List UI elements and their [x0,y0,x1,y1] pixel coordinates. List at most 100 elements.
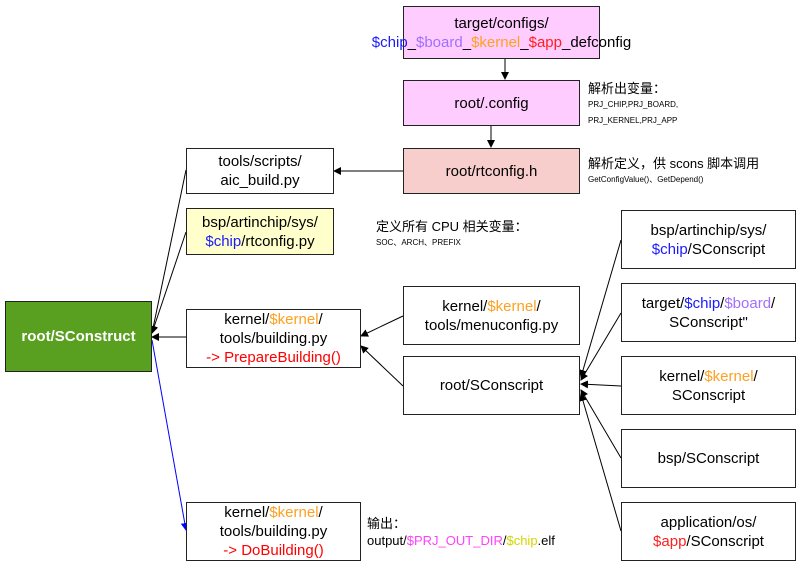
defconfig-path: target/configs/ [454,14,549,32]
note-parse-vars-line2: PRJ_KERNEL,PRJ_APP [588,116,678,125]
var-chip: $chip [651,240,688,258]
var-board: $board [724,294,772,312]
bsp-chip-file: $chip/SConscript [652,240,765,259]
building-do-call: -> DoBuilding() [223,542,324,559]
sconstruct-label: root/SConstruct [21,328,136,345]
kernel-sconscript-file: SConscript [671,386,746,404]
arrow-bsp-chip-to-root-sconscript [579,239,622,378]
rtconfig-py-suffix: /rtconfig.py [241,232,315,250]
app-file: $app/SConscript [653,532,764,551]
var-chip: $chip [684,294,721,312]
sep: _ [407,33,416,51]
bsp-chip-suffix: /SConscript [687,240,766,258]
note-parse-vars-title: 解析出变量： [588,81,667,96]
target-sconscript-box: target/$chip/$board/ SConscript" [621,283,796,342]
arrow-sconstruct-to-building-do [151,339,189,531]
path-part: kernel/ [224,311,270,328]
var-kernel: $kernel [269,311,319,328]
note-parse-defs-title: 解析定义，供 scons 脚本调用 [588,156,760,171]
bsp-sconscript-label: bsp/SConscript [657,450,760,467]
rtconfig-py-file: $chip/rtconfig.py [205,232,314,251]
arrow-bsp-to-root-sconscript [580,389,622,459]
rtconfig-h-label: root/rtconfig.h [445,162,538,180]
building-prepare-path: kernel/$kernel/ [224,310,322,329]
bsp-sconscript-box: bsp/SConscript [621,429,796,488]
dotconfig-box: root/.config [403,80,580,126]
path-part: kernel/ [442,297,488,315]
defconfig-suffix: _defconfig [561,33,632,51]
path-part: / [720,294,725,312]
path-part: kernel/ [224,504,270,521]
arrow-kernel-to-root-sconscript [580,380,622,389]
root-sconscript-label: root/SConscript [439,377,544,394]
var-app: $app [528,33,562,51]
arrow-app-to-root-sconscript [579,393,622,532]
var-kernel: $kernel [471,33,521,51]
note-cpu-vars-line1: SOC、ARCH、PREFIX [376,238,461,247]
sconstruct-box: root/SConstruct [5,301,152,372]
var-kernel: $kernel [487,297,537,315]
arrow-target-to-root-sconscript [580,312,622,381]
aic-build-path: tools/scripts/ [218,153,302,170]
defconfig-filename: $chip_$board_$kernel_$app_defconfig [372,33,631,52]
app-sconscript-box: application/os/ $app/SConscript [621,502,796,561]
note-parse-defs-line1: GetConfigValue()、GetDepend() [588,175,704,184]
sep: _ [520,33,529,51]
building-do-box: kernel/$kernel/ tools/building.py -> DoB… [186,502,361,561]
menuconfig-file: tools/menuconfig.py [424,316,559,334]
rtconfig-py-box: bsp/artinchip/sys/ $chip/rtconfig.py [186,208,334,255]
building-do-path: kernel/$kernel/ [224,503,322,522]
var-app: $app [653,532,687,550]
root-sconscript-box: root/SConscript [403,356,580,415]
var-kernel: $kernel [704,367,754,385]
kernel-sconscript-box: kernel/$kernel/ SConscript [621,356,796,415]
path-part: target/ [641,294,685,312]
rtconfig-h-box: root/rtconfig.h [403,148,580,194]
path-part: / [318,504,323,521]
bsp-chip-path: bsp/artinchip/sys/ [650,221,767,239]
note-output-title: 输出： [367,516,407,531]
building-prepare-box: kernel/$kernel/ tools/building.py -> Pre… [186,309,361,368]
building-prepare-call: -> PrepareBuilding() [206,349,341,366]
app-path: application/os/ [660,513,757,531]
note-parse-defs: 解析定义，供 scons 脚本调用 GetConfigValue()、GetDe… [588,155,759,188]
note-cpu-vars: 定义所有 CPU 相关变量： SOC、ARCH、PREFIX [376,218,528,251]
aic-build-file: aic_build.py [220,172,300,189]
target-path: target/$chip/$board/ [642,294,775,313]
menuconfig-path: kernel/$kernel/ [442,297,540,316]
app-suffix: /SConscript [686,532,764,550]
arrow-rtconfig-py-to-sconstruct [150,231,187,334]
note-cpu-vars-title: 定义所有 CPU 相关变量： [376,219,528,234]
arrow-root-sconscript-to-building [360,345,404,387]
path-part: / [771,294,776,312]
note-parse-vars: 解析出变量： PRJ_CHIP,PRJ_BOARD, PRJ_KERNEL,PR… [588,80,678,129]
path-part: / [536,297,541,315]
path-part: / [502,533,507,548]
path-part: kernel/ [659,367,705,385]
kernel-sconscript-path: kernel/$kernel/ [659,367,757,386]
building-prepare-file: tools/building.py [219,330,328,347]
path-part: .elf [537,533,555,548]
path-part: / [318,311,323,328]
note-output-path: output/$PRJ_OUT_DIR/$chip.elf [367,532,555,550]
path-part: / [753,367,758,385]
note-output: 输出： output/$PRJ_OUT_DIR/$chip.elf [367,515,555,550]
rtconfig-py-path: bsp/artinchip/sys/ [202,213,318,231]
var-prj-out-dir: $PRJ_OUT_DIR [406,533,503,548]
arrow-aic-build-to-sconstruct [149,169,187,334]
path-part: output/ [367,533,407,548]
arrow-menuconfig-to-building [360,315,404,337]
target-file: SConscript" [669,313,748,331]
var-chip: $chip [205,232,242,250]
note-parse-vars-line1: PRJ_CHIP,PRJ_BOARD, [588,100,679,109]
dotconfig-label: root/.config [454,94,529,112]
building-do-file: tools/building.py [219,523,328,540]
aic-build-box: tools/scripts/ aic_build.py [186,148,334,194]
var-board: $board [416,33,463,51]
menuconfig-box: kernel/$kernel/ tools/menuconfig.py [403,286,580,345]
defconfig-box: target/configs/ $chip_$board_$kernel_$ap… [372,6,631,59]
var-kernel: $kernel [269,504,319,521]
bsp-chip-sconscript-box: bsp/artinchip/sys/ $chip/SConscript [621,210,796,269]
var-chip: $chip [506,533,538,548]
